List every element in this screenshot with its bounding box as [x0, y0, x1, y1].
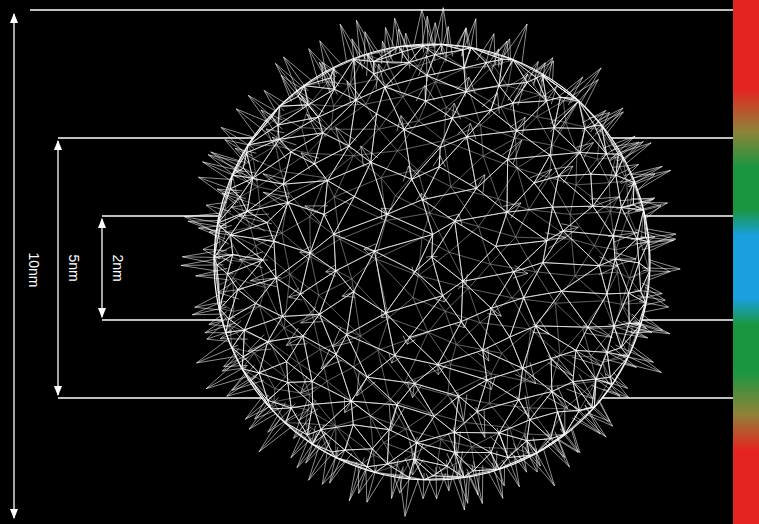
- dimension-label: 10nm: [25, 250, 40, 289]
- dimension-label: 5nm: [65, 252, 80, 283]
- color-bar: [733, 0, 759, 524]
- dimension-lines: [14, 10, 733, 518]
- sphere-ground: [214, 44, 650, 480]
- dimension-label: 2nm: [109, 252, 124, 283]
- sphere-mesh: [181, 8, 680, 517]
